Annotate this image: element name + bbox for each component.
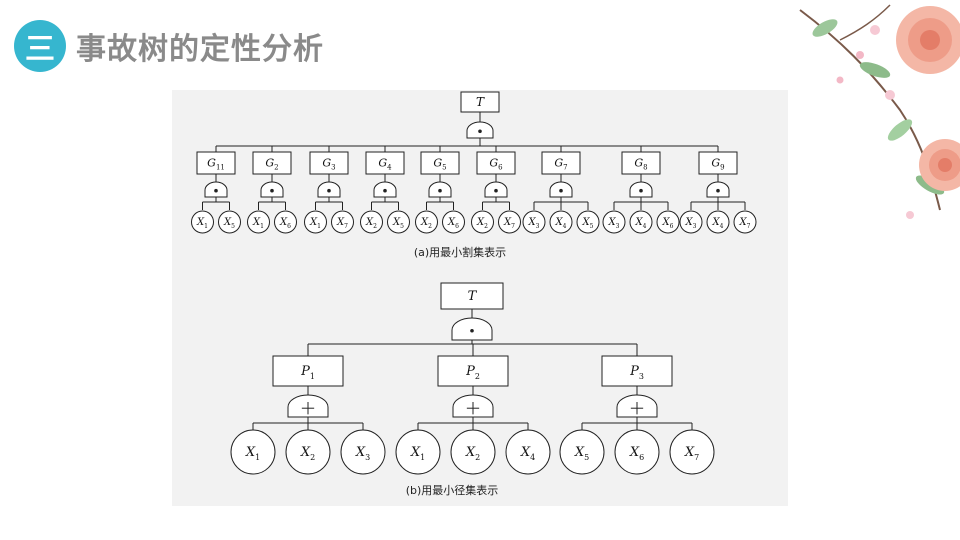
basic-event-label: X2 — [420, 217, 432, 230]
basic-event-label: X7 — [684, 445, 699, 462]
basic-event-circle — [505, 429, 551, 475]
basic-event-label: X2 — [300, 445, 315, 462]
basic-event-label: X1 — [410, 445, 425, 462]
and-gate-dot — [716, 188, 720, 193]
basic-event-label: X2 — [476, 217, 488, 230]
basic-event-circle — [230, 429, 276, 475]
basic-event-label: X3 — [608, 217, 620, 230]
basic-event-circle — [559, 429, 605, 475]
basic-event-circle — [629, 210, 653, 234]
basic-event-label: X7 — [336, 217, 348, 230]
basic-event-circle — [576, 210, 600, 234]
group-box-g4-label: G4 — [378, 157, 392, 172]
basic-event-circle — [191, 210, 214, 234]
group-box-g3-label: G3 — [322, 157, 335, 172]
basic-event-label: X5 — [574, 445, 589, 462]
basic-event-circle — [471, 210, 494, 234]
group-box-g9-label: G9 — [711, 157, 724, 172]
basic-event-label: X2 — [365, 217, 377, 230]
basic-event-label: X5 — [392, 217, 404, 230]
and-gate-dot — [478, 129, 482, 134]
and-gate-dot — [214, 188, 218, 193]
basic-event-label: X7 — [739, 217, 751, 230]
basic-event-circle — [285, 429, 331, 475]
basic-event-label: X1 — [252, 217, 264, 230]
basic-event-circle — [304, 210, 327, 234]
basic-event-label: X6 — [279, 217, 291, 230]
basic-event-circle — [274, 210, 297, 234]
basic-event-label: X4 — [520, 445, 535, 462]
group-box-p2 — [437, 355, 509, 387]
basic-event-label: X1 — [245, 445, 260, 462]
caption-a: (a)用最小割集表示 — [414, 245, 506, 259]
basic-event-circle — [733, 210, 757, 234]
and-gate-dot — [327, 188, 331, 193]
basic-event-label: X6 — [662, 217, 674, 230]
top-event-box-label: T — [476, 95, 485, 109]
basic-event-label: X6 — [447, 217, 459, 230]
basic-event-circle — [498, 210, 521, 234]
and-gate-dot — [639, 188, 643, 193]
basic-event-label: X5 — [582, 217, 594, 230]
basic-event-circle — [247, 210, 270, 234]
basic-event-label: X1 — [196, 217, 208, 230]
basic-event-circle — [442, 210, 465, 234]
and-gate-dot — [438, 188, 442, 193]
basic-event-label: X4 — [635, 217, 647, 230]
group-box-g8-label: G8 — [634, 157, 647, 172]
basic-event-circle — [450, 429, 496, 475]
caption-b: (b)用最小径集表示 — [406, 483, 499, 497]
basic-event-label: X4 — [555, 217, 567, 230]
slide-title: 事故树的定性分析 — [76, 32, 324, 67]
and-gate-dot — [494, 188, 498, 193]
top-event-box-label: T — [468, 289, 478, 304]
basic-event-circle — [656, 210, 680, 234]
section-number-badge: 三 — [14, 20, 66, 72]
flower-branch-icon — [799, 4, 960, 219]
basic-event-circle — [340, 429, 386, 475]
basic-event-circle — [415, 210, 438, 234]
basic-event-label: X5 — [223, 217, 235, 230]
group-box-g7-label: G7 — [554, 157, 567, 172]
basic-event-circle — [522, 210, 546, 234]
basic-event-label: X7 — [503, 217, 515, 230]
basic-event-label: X2 — [465, 445, 480, 462]
group-box-p3-label: P3 — [629, 364, 644, 381]
basic-event-circle — [669, 429, 715, 475]
basic-event-label: X1 — [309, 217, 321, 230]
and-gate-dot — [383, 188, 387, 193]
basic-event-circle — [331, 210, 354, 234]
and-gate-dot — [470, 328, 474, 333]
slide-header: 三 事故树的定性分析 — [14, 18, 324, 74]
basic-event-label: X3 — [355, 445, 370, 462]
group-box-p3 — [601, 355, 673, 387]
basic-event-circle — [395, 429, 441, 475]
top-event-box — [440, 282, 504, 310]
group-box-g2-label: G2 — [265, 157, 278, 172]
basic-event-circle — [218, 210, 241, 234]
and-gate-dot — [270, 188, 274, 193]
basic-event-circle — [679, 210, 703, 234]
basic-event-label: X3 — [685, 217, 697, 230]
group-box-p1-label: P1 — [300, 364, 315, 381]
group-box-g11-label: G11 — [207, 157, 225, 172]
basic-event-circle — [387, 210, 410, 234]
basic-event-circle — [360, 210, 383, 234]
basic-event-label: X3 — [528, 217, 540, 230]
group-box-g5-label: G5 — [433, 157, 446, 172]
basic-event-circle — [602, 210, 626, 234]
and-gate-dot — [559, 188, 563, 193]
basic-event-circle — [706, 210, 730, 234]
group-box-p2-label: P2 — [465, 364, 480, 381]
basic-event-circle — [614, 429, 660, 475]
basic-event-circle — [549, 210, 573, 234]
basic-event-label: X4 — [712, 217, 724, 230]
group-box-g6-label: G6 — [489, 157, 503, 172]
basic-event-label: X6 — [629, 445, 644, 462]
